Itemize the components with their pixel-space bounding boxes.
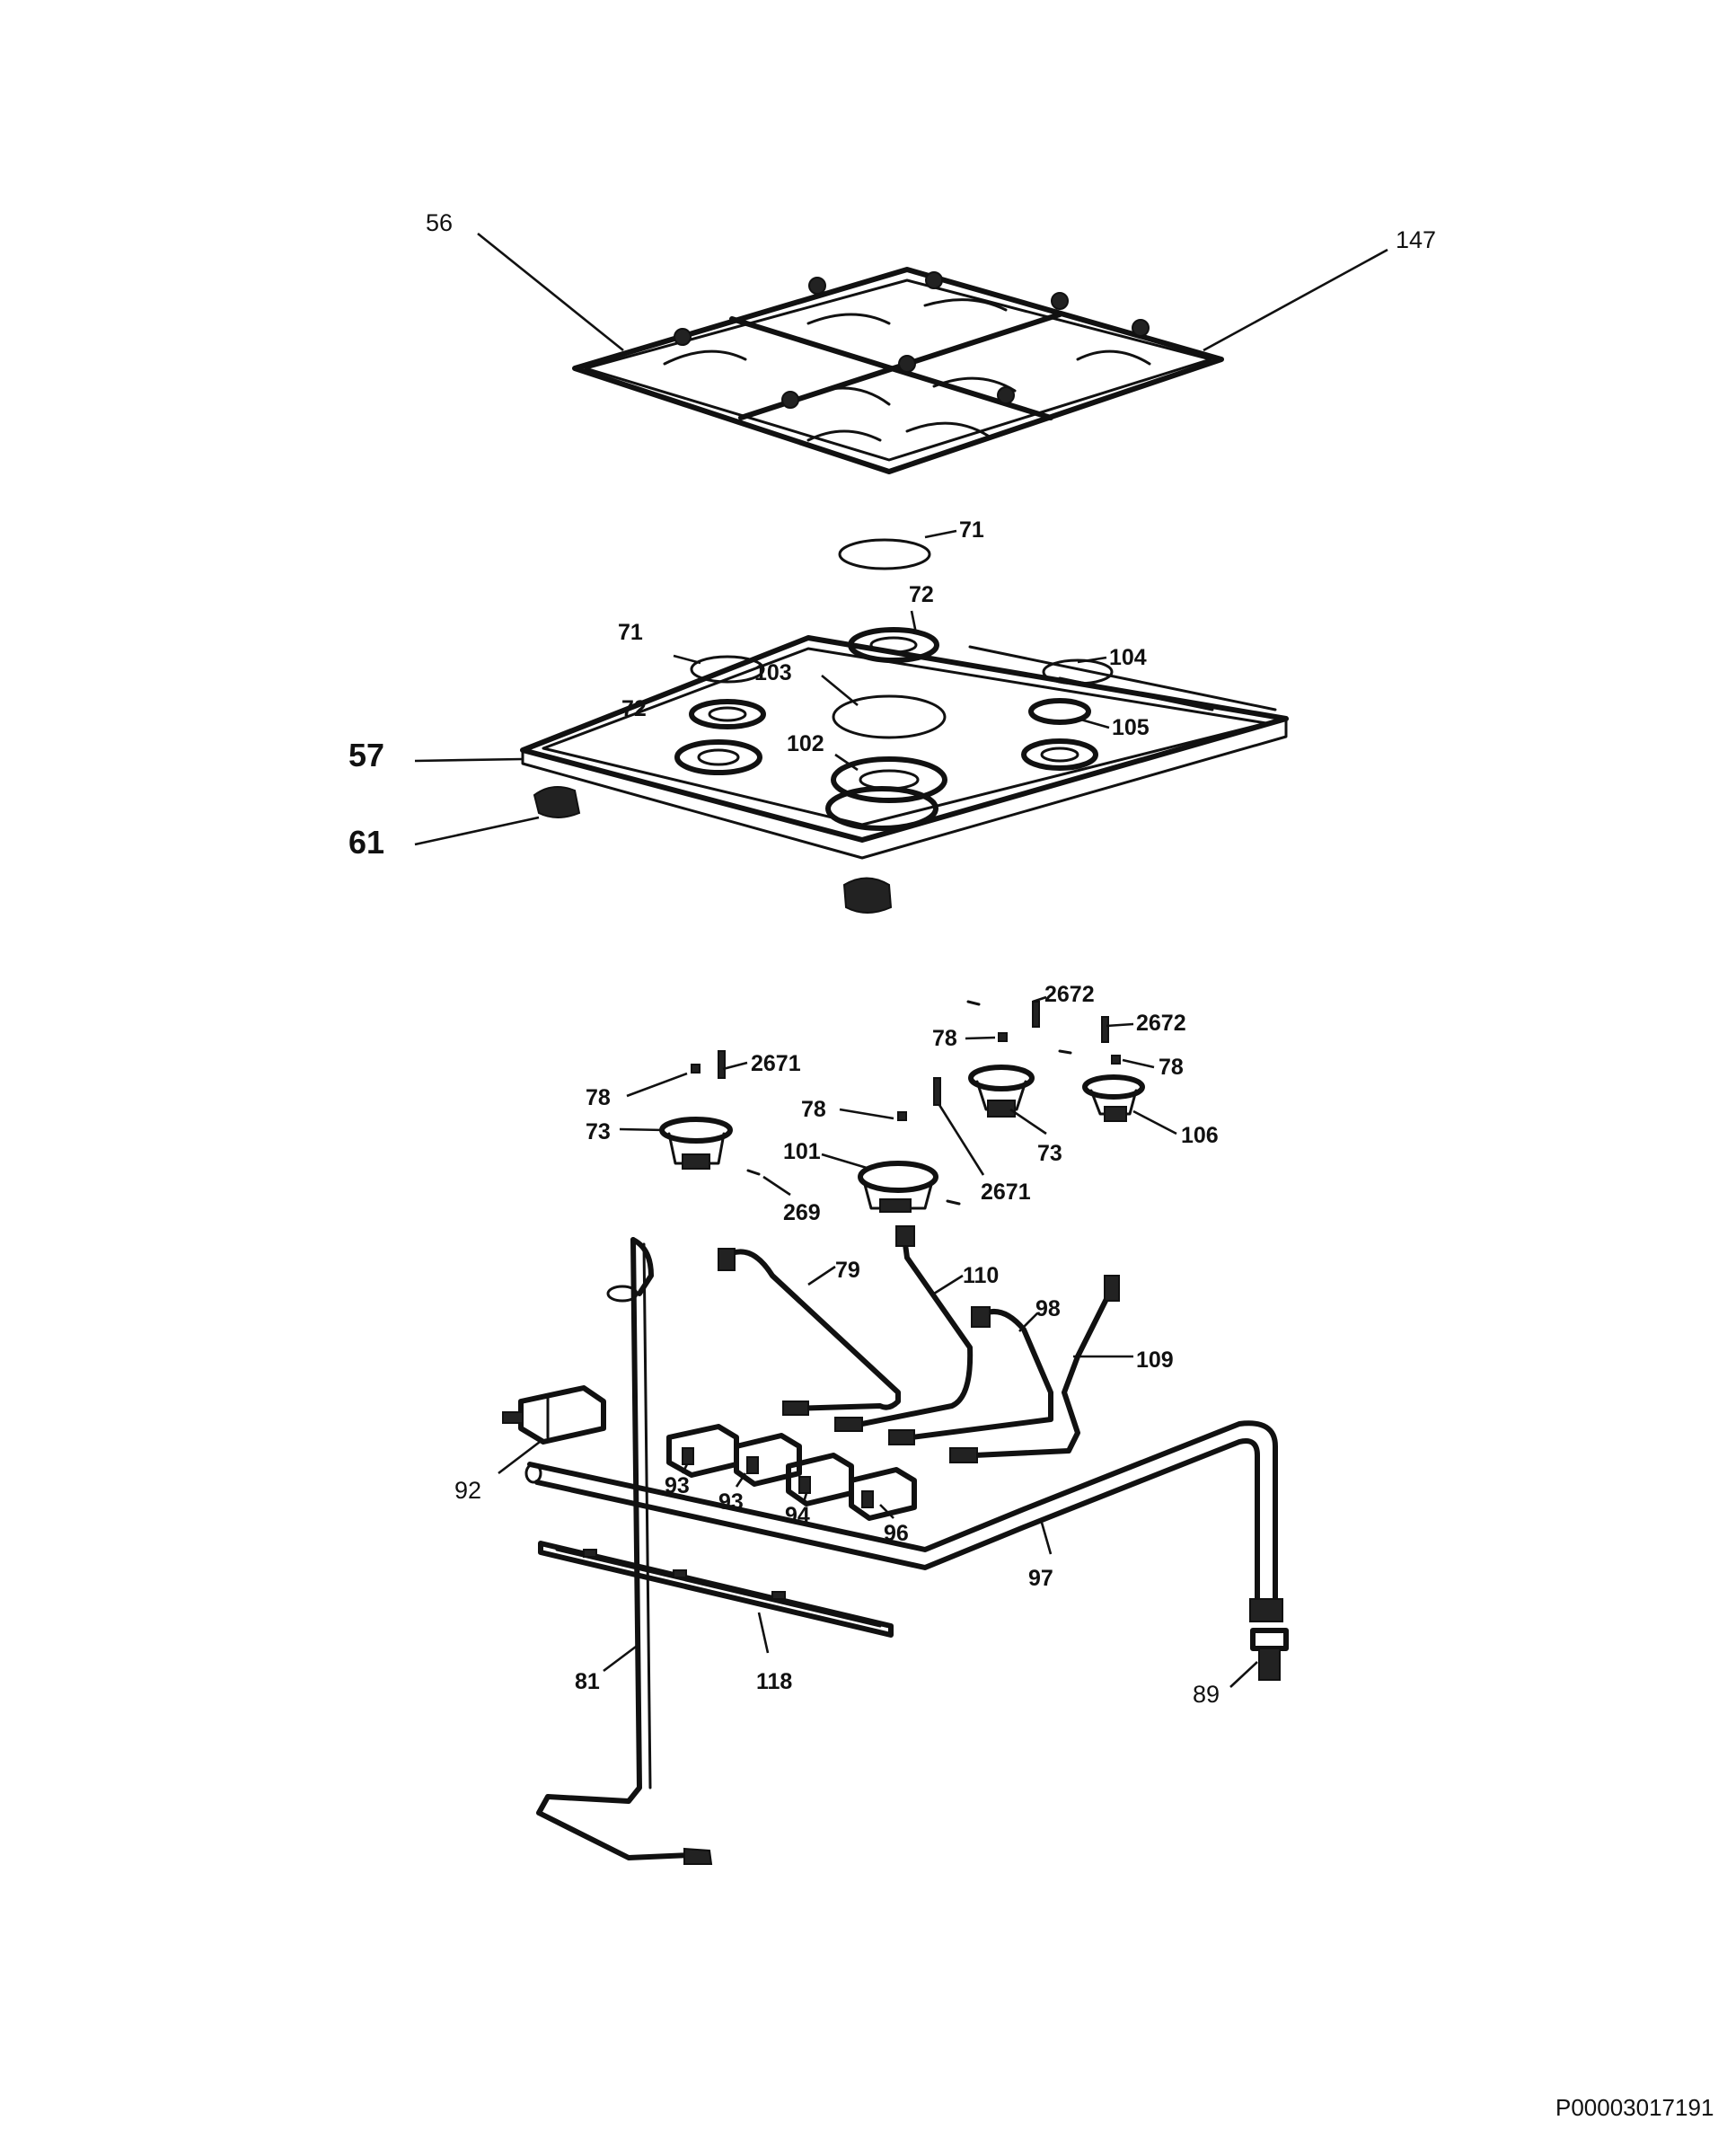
burner-cap — [838, 538, 931, 570]
callout-97: 97 — [1028, 1566, 1053, 1591]
callout-109: 109 — [1136, 1348, 1174, 1373]
callout-56: 56 — [426, 209, 453, 236]
callout-110: 110 — [963, 1263, 999, 1288]
callout-98: 98 — [1035, 1296, 1061, 1321]
callout-57: 57 — [348, 737, 384, 773]
gas-pipes — [524, 1225, 1289, 1865]
hob-foot — [842, 877, 893, 914]
callout-73-left: 73 — [586, 1119, 611, 1144]
hob-foot — [533, 786, 581, 818]
callout-2672-b: 2672 — [1136, 1011, 1186, 1036]
callout-2672-a: 2672 — [1044, 982, 1095, 1007]
callout-78-d: 78 — [801, 1097, 826, 1122]
callout-118: 118 — [756, 1669, 792, 1694]
pan-support-grid — [572, 267, 1224, 474]
callout-72-top: 72 — [909, 582, 934, 607]
callout-78-c: 78 — [586, 1085, 611, 1110]
callout-71-top: 71 — [959, 517, 984, 543]
callout-96: 96 — [884, 1521, 909, 1546]
callout-89: 89 — [1193, 1681, 1220, 1708]
callout-92: 92 — [454, 1477, 481, 1504]
callout-78-b: 78 — [1159, 1055, 1184, 1080]
callout-71: 71 — [618, 620, 643, 645]
callout-103: 103 — [754, 660, 792, 685]
callout-72-left: 72 — [621, 696, 647, 721]
callout-73-right: 73 — [1037, 1141, 1062, 1166]
callout-105: 105 — [1112, 715, 1150, 740]
document-code: P00003017191 — [1555, 2094, 1714, 2121]
callout-269: 269 — [783, 1200, 821, 1225]
callout-79: 79 — [835, 1258, 860, 1283]
hob-top-plate — [520, 627, 1289, 860]
callout-61: 61 — [348, 824, 384, 861]
callout-101: 101 — [783, 1139, 821, 1164]
callout-93-a: 93 — [665, 1473, 690, 1498]
gas-taps — [502, 1385, 917, 1521]
callout-93-b: 93 — [718, 1489, 744, 1515]
callout-104: 104 — [1109, 645, 1147, 670]
callout-102: 102 — [787, 731, 824, 756]
callout-94: 94 — [785, 1503, 810, 1528]
callout-2671-a: 2671 — [751, 1051, 801, 1076]
callout-106: 106 — [1181, 1123, 1219, 1148]
callout-78-a: 78 — [932, 1026, 957, 1051]
burner-bodies — [659, 1000, 1145, 1213]
callout-147: 147 — [1396, 226, 1436, 253]
callout-2671-b: 2671 — [981, 1180, 1031, 1205]
callout-81: 81 — [575, 1669, 600, 1694]
